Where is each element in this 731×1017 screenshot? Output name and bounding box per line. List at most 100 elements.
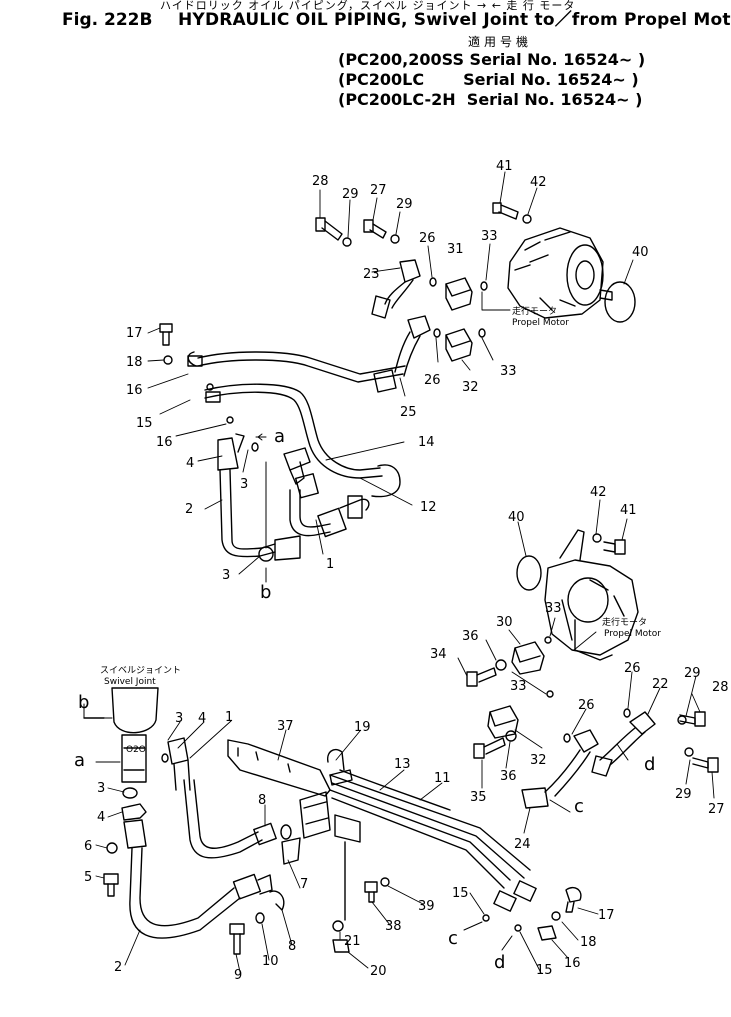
callout-3: 3 bbox=[222, 568, 230, 583]
o-ring-26a bbox=[429, 277, 437, 287]
o-ring-3-upper bbox=[251, 442, 259, 452]
letter-a-upper: a bbox=[274, 426, 285, 447]
bolt-35 bbox=[473, 737, 506, 759]
callout-27: 27 bbox=[370, 183, 387, 198]
pipe-end-upper bbox=[187, 351, 197, 367]
o-ring-3-lower bbox=[122, 787, 138, 799]
flange-32-lower bbox=[487, 705, 519, 739]
callout-32: 32 bbox=[462, 380, 479, 395]
callout-27: 27 bbox=[708, 802, 725, 817]
callout-20: 20 bbox=[370, 964, 387, 979]
washer-18-upper bbox=[163, 355, 173, 365]
elbow-23 bbox=[371, 259, 421, 319]
callout-33: 33 bbox=[510, 679, 527, 694]
callout-28: 28 bbox=[712, 680, 729, 695]
o-ring-26d bbox=[563, 733, 571, 743]
callout-42: 42 bbox=[530, 175, 547, 190]
washer-6 bbox=[106, 842, 118, 854]
swivel-center-mark: O2O bbox=[126, 745, 146, 755]
propel-motor-jp-upper: 走行モータ bbox=[512, 305, 557, 317]
bolt-27 bbox=[363, 219, 387, 239]
o-ring-15b bbox=[482, 914, 490, 922]
propel-motor-upper bbox=[507, 227, 613, 319]
callout-41: 41 bbox=[620, 503, 637, 518]
bolt-38 bbox=[364, 881, 378, 903]
callout-29: 29 bbox=[675, 787, 692, 802]
callout-8: 8 bbox=[258, 793, 266, 808]
callout-2: 2 bbox=[185, 502, 193, 517]
bolt-17-upper bbox=[159, 323, 173, 346]
callout-40: 40 bbox=[632, 245, 649, 260]
bolt-41-lower bbox=[603, 539, 626, 555]
washer-42-lower bbox=[592, 533, 602, 543]
pipe-12-14-upper bbox=[197, 351, 406, 498]
o-ring-26c bbox=[623, 708, 631, 718]
callout-30: 30 bbox=[496, 615, 513, 630]
callout-16: 16 bbox=[156, 435, 173, 450]
callout-35: 35 bbox=[470, 790, 487, 805]
callout-36: 36 bbox=[462, 629, 479, 644]
callout-42: 42 bbox=[590, 485, 607, 500]
callout-33: 33 bbox=[545, 601, 562, 616]
callout-9: 9 bbox=[234, 968, 242, 983]
letter-a-lower: a bbox=[74, 750, 85, 771]
callout-17: 17 bbox=[126, 326, 143, 341]
callout-21: 21 bbox=[344, 934, 361, 949]
letter-d-right: d bbox=[644, 754, 655, 775]
swivel-joint-jp: スイベルジョイント bbox=[100, 666, 181, 676]
washer-29c bbox=[677, 715, 687, 725]
callout-29: 29 bbox=[684, 666, 701, 681]
flange-30 bbox=[511, 641, 545, 675]
bolt-5 bbox=[103, 873, 119, 897]
figure-number: Fig. 222B bbox=[62, 10, 153, 30]
callout-34: 34 bbox=[430, 647, 447, 662]
callout-10: 10 bbox=[262, 954, 279, 969]
callout-24: 24 bbox=[514, 837, 531, 852]
callout-2: 2 bbox=[114, 960, 122, 975]
flange-4-lower bbox=[121, 803, 147, 821]
callout-3: 3 bbox=[175, 711, 183, 726]
callout-40: 40 bbox=[508, 510, 525, 525]
washer-42-upper bbox=[522, 214, 532, 224]
clip-8-lower bbox=[269, 890, 285, 911]
letter-c-right: c bbox=[574, 796, 584, 817]
applicability-label: 適用号機 bbox=[468, 35, 533, 49]
fitting-16-upper bbox=[187, 355, 221, 403]
callout-25: 25 bbox=[400, 405, 417, 420]
callout-18: 18 bbox=[580, 935, 597, 950]
swivel-joint-en: Swivel Joint bbox=[104, 677, 156, 687]
callout-29: 29 bbox=[342, 187, 359, 202]
callout-33: 33 bbox=[481, 229, 498, 244]
letter-d-bottom: d bbox=[494, 952, 505, 973]
bolt-27-lower bbox=[692, 757, 719, 773]
washer-29a bbox=[342, 237, 352, 247]
callout-37: 37 bbox=[277, 719, 294, 734]
callout-19: 19 bbox=[354, 720, 371, 735]
o-ring-7 bbox=[280, 824, 292, 840]
serial-line-1: (PC200,200SS Serial No. 16524~ ) bbox=[338, 50, 646, 69]
callout-3: 3 bbox=[97, 781, 105, 796]
callout-26: 26 bbox=[424, 373, 441, 388]
nut-20 bbox=[332, 939, 350, 953]
propel-motor-en-upper: Propel Motor bbox=[512, 318, 569, 328]
letter-b-upper: b bbox=[260, 582, 271, 603]
callout-31: 31 bbox=[447, 242, 464, 257]
callout-22: 22 bbox=[652, 677, 669, 692]
callout-23: 23 bbox=[363, 267, 380, 282]
washer-29b bbox=[390, 234, 400, 244]
o-ring-16b bbox=[226, 416, 234, 424]
callout-11: 11 bbox=[434, 771, 451, 786]
washer-10 bbox=[255, 912, 265, 924]
serial-line-3: (PC200LC-2H Serial No. 16524~ ) bbox=[338, 90, 643, 109]
callout-15: 15 bbox=[536, 963, 553, 978]
washer-39 bbox=[380, 877, 390, 887]
washer-18-lower bbox=[551, 911, 561, 921]
callout-4: 4 bbox=[97, 810, 105, 825]
o-ring-40-upper bbox=[604, 281, 636, 323]
callout-36: 36 bbox=[500, 769, 517, 784]
letter-c-bottom: c bbox=[448, 928, 458, 949]
callout-26: 26 bbox=[624, 661, 641, 676]
callout-16: 16 bbox=[564, 956, 581, 971]
elbow-25 bbox=[373, 315, 431, 393]
